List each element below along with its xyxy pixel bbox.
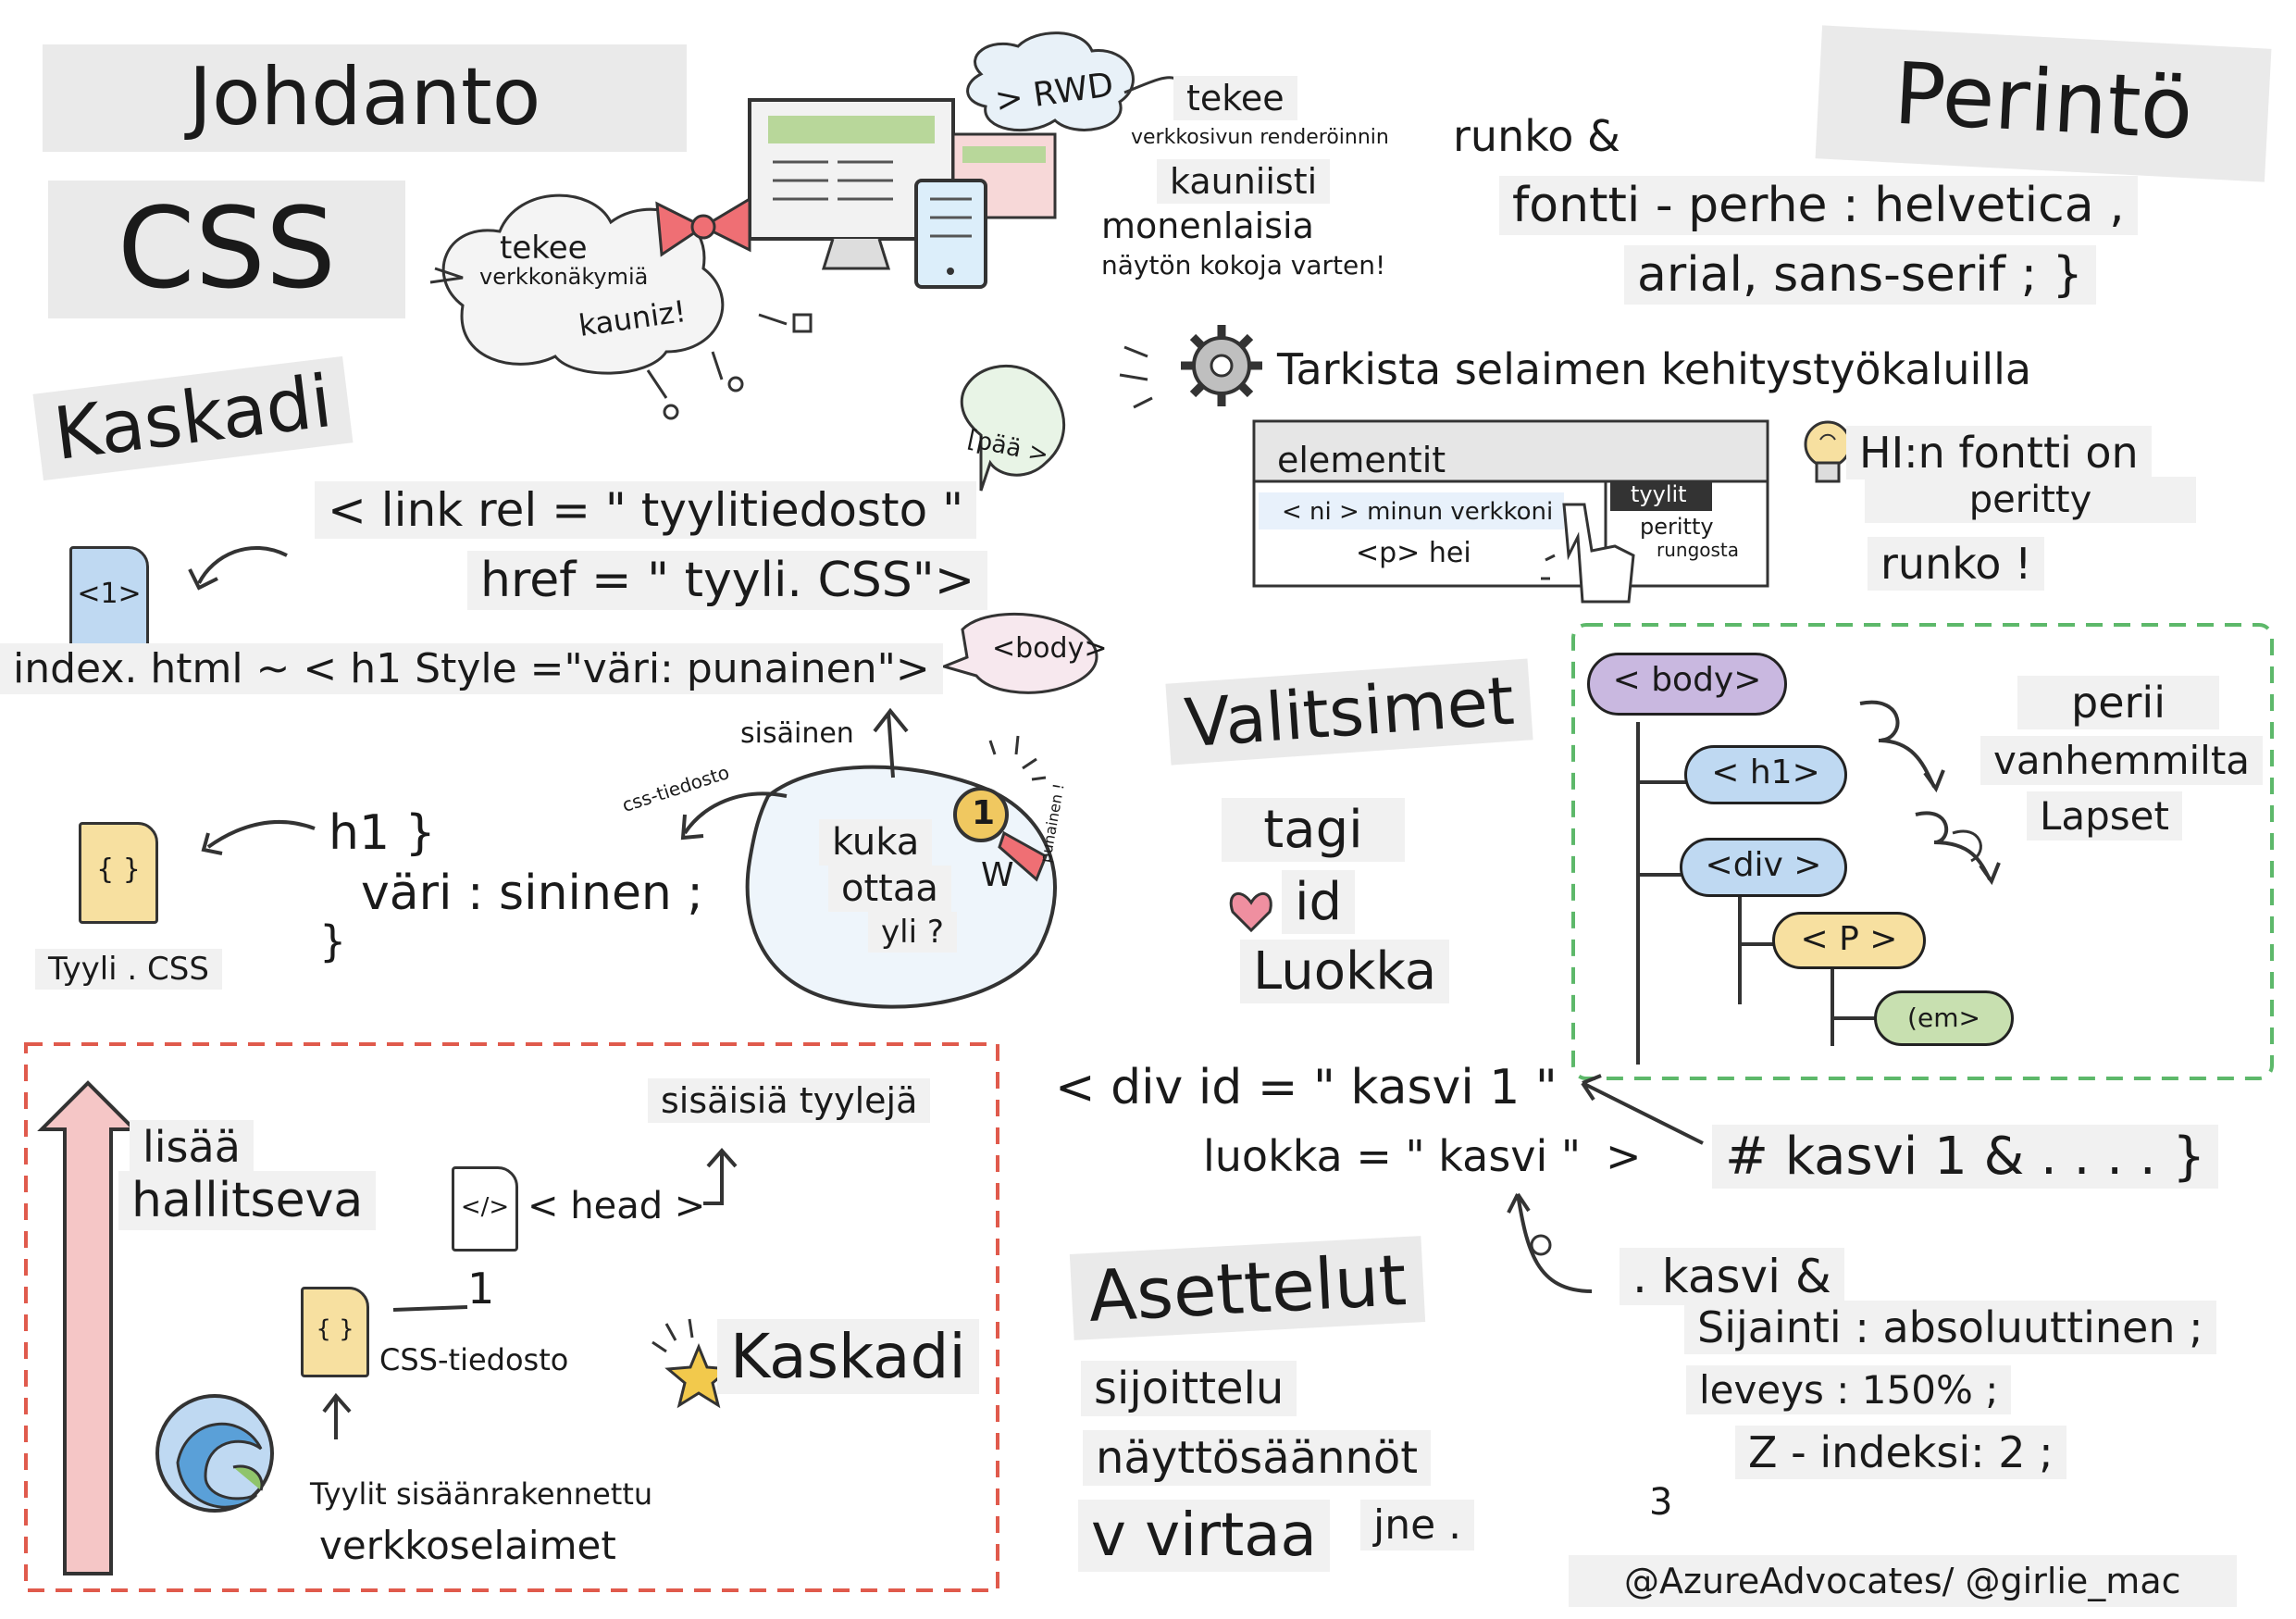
phone-icon — [914, 179, 987, 289]
inherit-note-2: vanhemmilta — [1980, 736, 2264, 785]
css-rule-1: h1 } — [329, 805, 436, 861]
devtools-tab-styles[interactable]: tyylit — [1631, 481, 1687, 507]
medal-icon — [953, 787, 1009, 842]
box-css-document-icon: { } — [301, 1287, 369, 1377]
layouts-title: Asettelut — [1069, 1236, 1425, 1340]
layout-rule-3: leveys : 150% ; — [1686, 1365, 2012, 1414]
inheritance-code-2: fontti - perhe : helvetica , — [1499, 176, 2138, 235]
tree-node-p: < P > — [1772, 912, 1926, 969]
browser-logo-icon — [155, 1394, 274, 1513]
internal-styles-label: sisäisiä tyylejä — [648, 1078, 931, 1123]
inline-style-line: index. html ~ < h1 Style ="väri: punaine… — [0, 643, 943, 694]
div-line-end: > — [1606, 1131, 1642, 1181]
devtools-elements-label: elementit — [1277, 440, 1446, 480]
css-rule-2: väri : sininen ; — [361, 866, 703, 921]
layout-rule-2: Sijainti : absoluuttinen ; — [1684, 1301, 2216, 1354]
who-text-1: kuka — [819, 819, 933, 866]
gear-icon — [1181, 325, 1262, 406]
priority-one: 1 — [467, 1264, 495, 1314]
who-text-3: yli ? — [868, 912, 957, 953]
layout-item-1: sijoittelu — [1081, 1361, 1297, 1416]
cascade-priority-frame — [24, 1042, 999, 1592]
inherit-note-1: perii — [2017, 676, 2219, 729]
layout-item-4: jne . — [1360, 1500, 1475, 1551]
heart-icon — [1229, 891, 1272, 933]
layout-item-3: v virtaa — [1078, 1500, 1330, 1572]
tip-text-1: HI:n fontti on — [1846, 426, 2152, 479]
tree-node-h1: < h1> — [1684, 745, 1847, 804]
lightbulb-icon — [1804, 420, 1852, 483]
devtools-row-1: < ni > minun verkkoni — [1282, 498, 1554, 526]
intro-subtitle: CSS — [48, 181, 405, 318]
tree-node-body: < body> — [1587, 653, 1787, 716]
medal-letter: W — [981, 856, 1014, 894]
selector-id: id — [1282, 870, 1356, 934]
box-css-file-label: CSS-tiedosto — [379, 1342, 569, 1377]
selector-class: Luokka — [1240, 940, 1450, 1003]
head-tag-label: < head > — [527, 1185, 706, 1227]
tree-node-div: <div > — [1680, 838, 1847, 897]
body-bubble-text: <body> — [992, 632, 1108, 665]
inheritance-title: Perintö — [1815, 25, 2272, 182]
layout-item-2: näyttösäännöt — [1083, 1430, 1432, 1486]
tip-text-3: runko ! — [1868, 537, 2045, 591]
who-text-2: ottaa — [828, 866, 951, 912]
inheritance-code-3: arial, sans-serif ; } — [1624, 245, 2096, 305]
browsers-label: verkkoselaimet — [319, 1523, 616, 1568]
dominant-text-2: hallitseva — [118, 1171, 377, 1230]
devtools-note-1: peritty — [1640, 514, 1714, 540]
layout-rule-4: Z - indeksi: 2 ; — [1735, 1426, 2066, 1479]
tip-text-2: peritty — [1865, 477, 2196, 523]
link-line-2: href = " tyyli. CSS"> — [467, 551, 988, 610]
rwd-cloud-shape — [966, 31, 1135, 132]
priority-arrow — [37, 1080, 139, 1575]
cloud-text-1: tekee — [500, 230, 588, 267]
head-document-icon: </> — [452, 1166, 518, 1252]
css-document-label: Tyyli . CSS — [35, 949, 222, 990]
cloud-text-2: verkkonäkymiä — [479, 264, 649, 290]
devtools-row-2: <p> hei — [1356, 537, 1471, 569]
rwd-text-2: verkkosivun renderöinnin — [1131, 126, 1389, 149]
cloud-shape — [441, 193, 725, 375]
devtools-caption: Tarkista selaimen kehitystyökaluilla — [1277, 344, 2032, 394]
inheritance-code-1: runko & — [1453, 111, 1620, 161]
css-document-icon: { } — [79, 822, 158, 924]
inherit-note-3: Lapset — [2027, 791, 2182, 841]
credit: @AzureAdvocates/ @girlie_mac — [1569, 1555, 2237, 1607]
devtools-note-2: rungosta — [1657, 539, 1740, 561]
css-rule-3: } — [319, 916, 347, 966]
tree-node-em: (em> — [1874, 990, 2014, 1046]
div-line-2: luokka = " kasvi " — [1203, 1131, 1582, 1181]
rwd-text-1: tekee — [1173, 76, 1297, 120]
html-document-icon: <1> — [69, 546, 149, 648]
intro-title: Johdanto — [43, 44, 687, 152]
rwd-text-5: näytön kokoja varten! — [1101, 250, 1386, 280]
head-bubble-shape — [960, 364, 1066, 492]
layout-rule-5: 3 — [1649, 1481, 1673, 1524]
layout-rule-1: . kasvi & — [1620, 1248, 1844, 1305]
body-bubble-shape — [939, 613, 1098, 694]
internal-label: sisäinen — [740, 717, 854, 750]
div-line-1: < div id = " kasvi 1 " — [1055, 1060, 1558, 1115]
medal-number: 1 — [972, 794, 996, 832]
id-rule: # kasvi 1 & . . . . } — [1712, 1125, 2219, 1189]
rwd-text-3: kauniisti — [1157, 159, 1331, 204]
dominant-text-1: lisää — [130, 1120, 254, 1174]
link-line-1: < link rel = " tyylitiedosto " — [315, 481, 977, 539]
inheritance-tree-frame — [1571, 623, 2274, 1080]
builtin-styles-label: Tyylit sisäänrakennettu — [310, 1476, 653, 1512]
box-cascade-label: Kaskadi — [717, 1319, 979, 1394]
pointer-hand-icon — [1562, 503, 1635, 604]
selector-tag: tagi — [1222, 798, 1405, 862]
rwd-text-4: monenlaisia — [1101, 205, 1314, 246]
